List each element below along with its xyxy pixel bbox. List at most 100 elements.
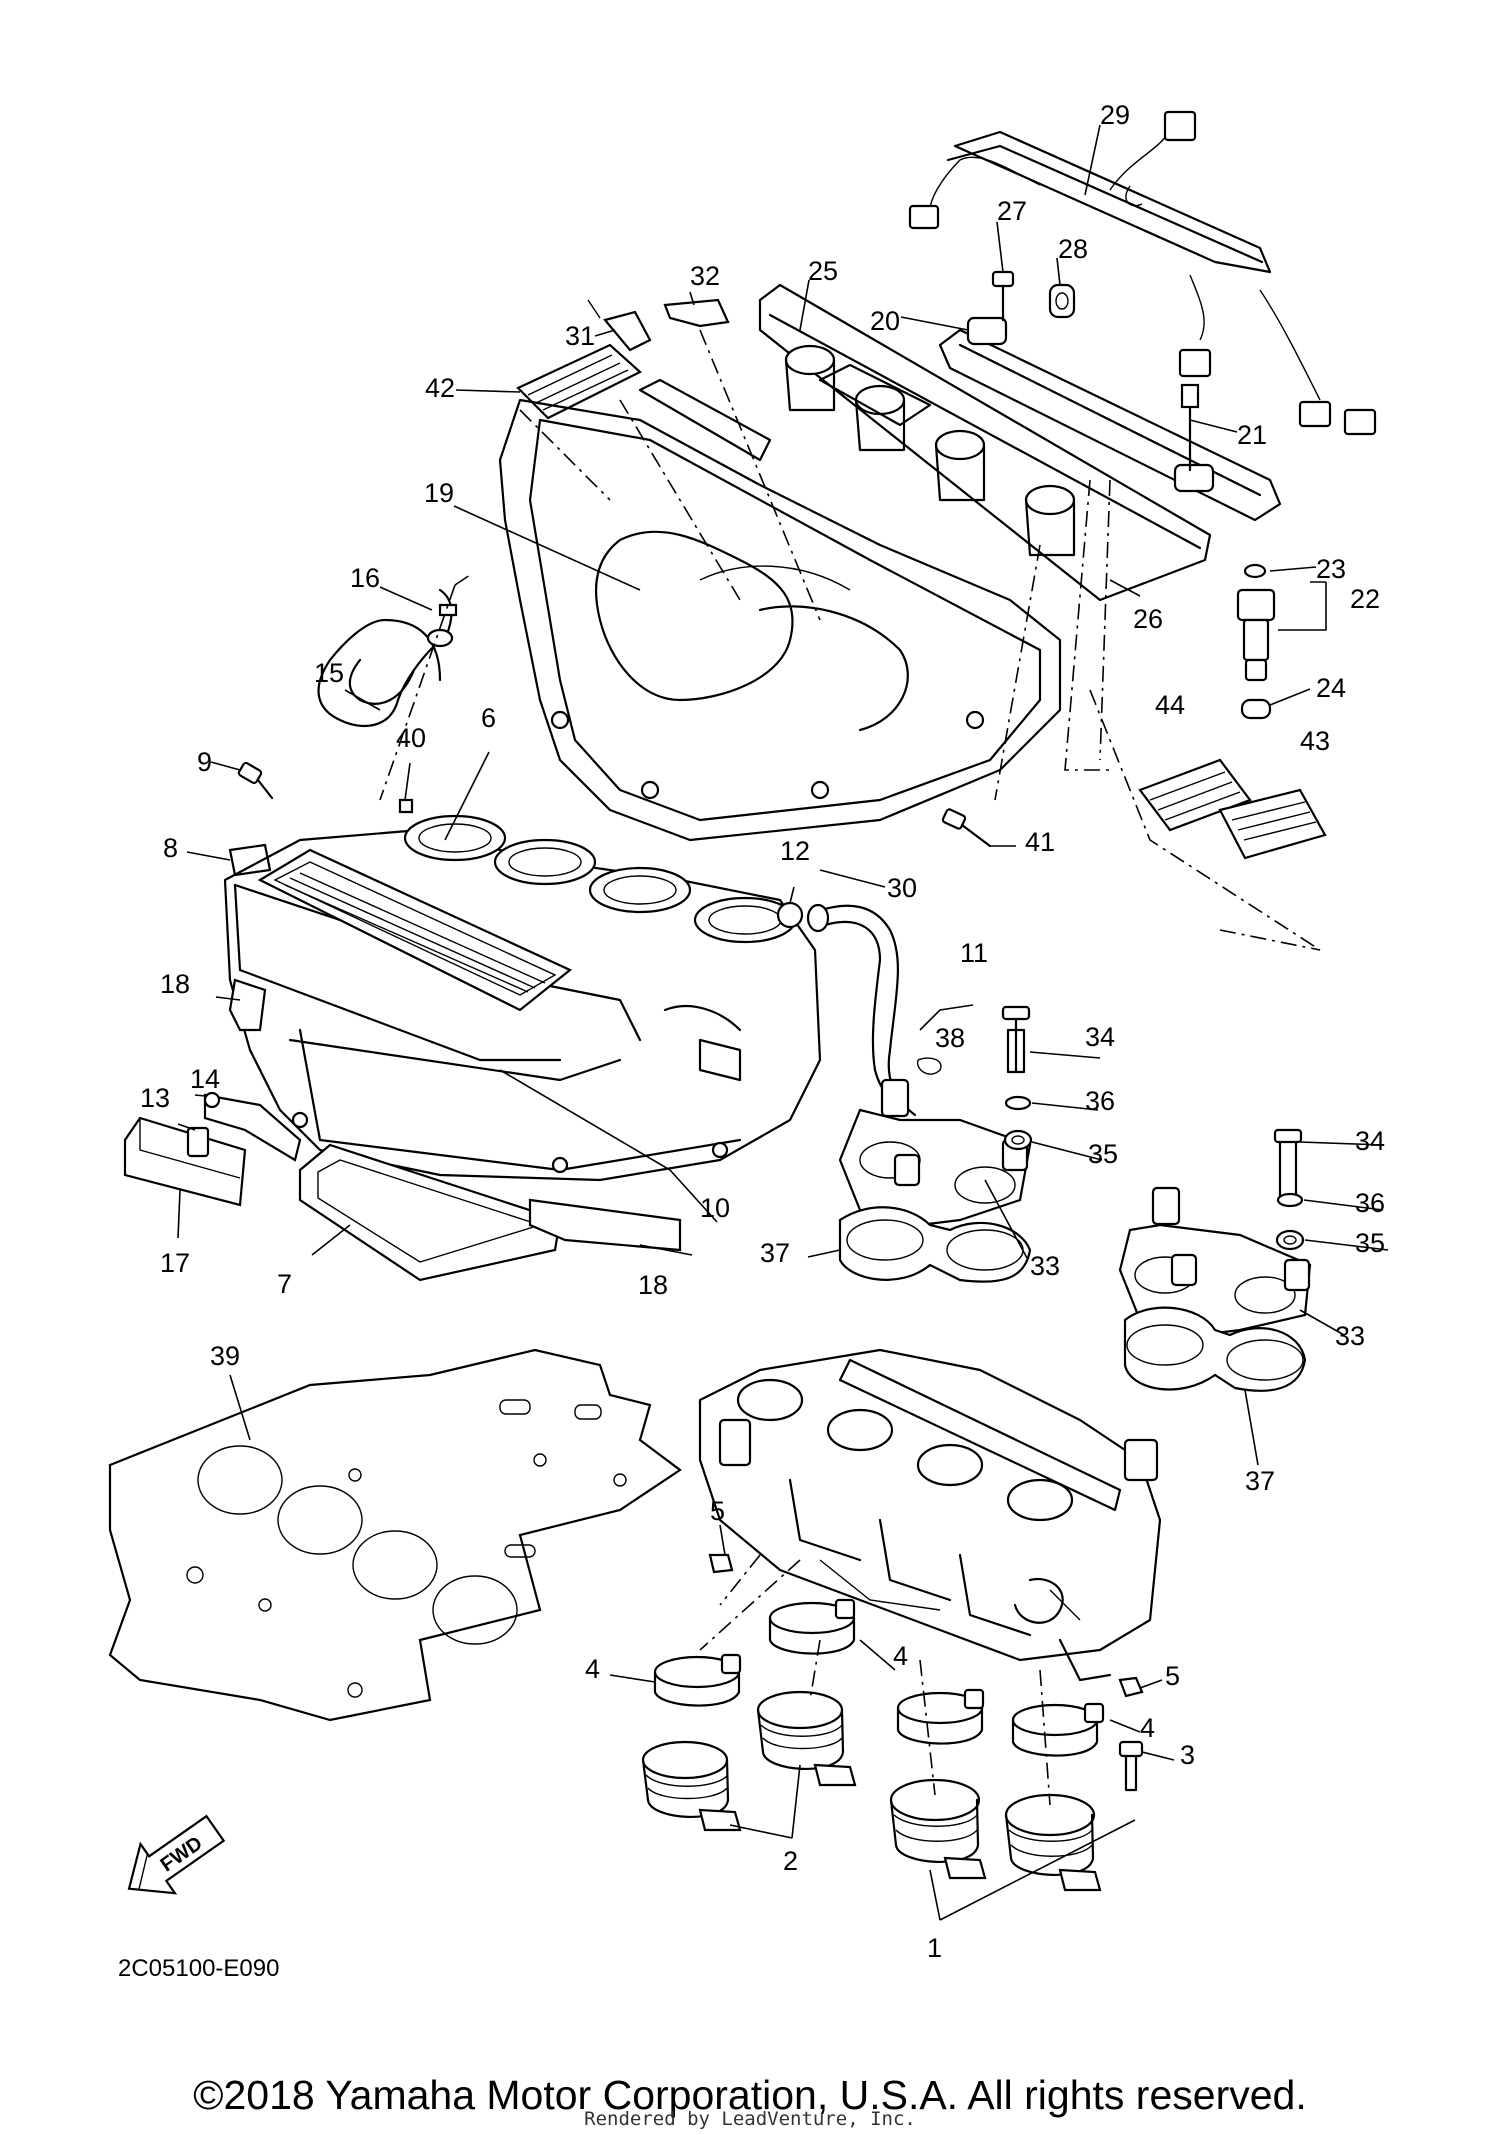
callout-20: 20: [870, 306, 900, 336]
seal-37b: [1123, 1306, 1307, 1392]
callout-18b: 18: [638, 1270, 668, 1300]
washer-36b: [1276, 1192, 1304, 1208]
callout-6: 6: [481, 703, 496, 733]
callout-44: 44: [1155, 690, 1185, 720]
callout-28: 28: [1058, 234, 1088, 264]
callout-4c: 4: [1140, 1713, 1155, 1743]
diagram-code: 2C05100-E090: [118, 1955, 279, 1982]
callout-18a: 18: [160, 969, 190, 999]
callout-5a: 5: [710, 1496, 725, 1526]
callout-13: 13: [140, 1083, 170, 1113]
callout-23: 23: [1316, 554, 1346, 584]
callout-19: 19: [424, 478, 454, 508]
joint-2b: [756, 1690, 857, 1787]
callout-43: 43: [1300, 726, 1330, 756]
clip-5b: [1118, 1676, 1144, 1698]
callout-38: 38: [935, 1023, 965, 1053]
callout-22: 22: [1350, 584, 1380, 614]
fuel-injector: [1236, 563, 1276, 720]
rendered-by-notice: Rendered by LeadVenture, Inc.: [584, 2108, 916, 2130]
sponge-18a: [228, 978, 267, 1032]
sensor-31: [587, 299, 652, 352]
bracket-14: [203, 1091, 302, 1162]
collar-35a: [1003, 1129, 1033, 1151]
band-4b: [768, 1598, 856, 1655]
callout-16: 16: [350, 563, 380, 593]
reference-lines: [379, 329, 1321, 1806]
label-44: [1138, 758, 1252, 832]
sponge-17: [123, 1116, 247, 1207]
joint-1b: [1004, 1793, 1102, 1892]
callout-numbers: 29 27 28 25 32 20 3 1 4 2 21 19 23 22 16 2…: [140, 100, 1385, 1963]
callout-3: 3: [1180, 1740, 1195, 1770]
gasket-39: [108, 1348, 682, 1722]
grommet-28: [1048, 283, 1076, 319]
callout-14: 14: [190, 1064, 220, 1094]
callout-36a: 36: [1085, 1086, 1115, 1116]
callout-41: 41: [1025, 827, 1055, 857]
air-cleaner-cover: [498, 363, 1062, 842]
joint-33a: [838, 1078, 1032, 1227]
callout-26: 26: [1133, 604, 1163, 634]
callout-27: 27: [997, 196, 1027, 226]
callout-25: 25: [808, 256, 838, 286]
callout-36b: 36: [1355, 1188, 1385, 1218]
clip-5a: [708, 1553, 734, 1574]
callout-15: 15: [314, 658, 344, 688]
bolt-3: [1118, 1740, 1144, 1792]
callout-34b: 34: [1355, 1126, 1385, 1156]
leader-lines: [177, 124, 1389, 1921]
callout-35a: 35: [1088, 1139, 1118, 1169]
callout-1: 1: [927, 1933, 942, 1963]
callout-33a: 33: [1030, 1251, 1060, 1281]
callout-4b: 4: [893, 1641, 908, 1671]
damper-13: [186, 1126, 210, 1158]
callout-34a: 34: [1085, 1022, 1115, 1052]
seal-37a: [838, 1206, 1032, 1283]
bolt-41: [941, 808, 992, 848]
label-42: [516, 343, 642, 420]
air-cleaner-case: [223, 814, 822, 1182]
callout-33b: 33: [1335, 1321, 1365, 1351]
bolt-34a: [1001, 1005, 1031, 1074]
bolt-27: [991, 270, 1015, 322]
callout-29: 29: [1100, 100, 1130, 130]
sponge-18b: [528, 1198, 682, 1252]
callout-35b: 35: [1355, 1228, 1385, 1258]
fuel-rail: [938, 316, 1282, 522]
callout-32: 32: [690, 261, 720, 291]
drain-hose: [776, 901, 942, 1117]
fwd-arrow-icon: FWD: [127, 1814, 226, 1895]
callout-17: 17: [160, 1248, 190, 1278]
duct-7: [298, 1143, 562, 1282]
callout-11: 11: [960, 938, 988, 968]
band-4a: [653, 1653, 742, 1707]
pad-32: [663, 298, 730, 328]
bolt-9: [237, 761, 274, 800]
callout-2: 2: [783, 1846, 798, 1876]
callout-39: 39: [210, 1341, 240, 1371]
callout-4a: 4: [585, 1654, 600, 1684]
wire-harness: [908, 110, 1377, 436]
callout-37b: 37: [1245, 1466, 1275, 1496]
callout-5b: 5: [1165, 1661, 1180, 1691]
joint-2a: [641, 1740, 742, 1832]
joint-1a: [889, 1778, 987, 1880]
callout-10: 10: [700, 1193, 730, 1223]
callout-21: 21: [1237, 420, 1267, 450]
callout-40: 40: [396, 723, 426, 753]
callout-37a: 37: [760, 1238, 790, 1268]
callout-7: 7: [277, 1269, 292, 1299]
washer-36a: [1004, 1095, 1032, 1111]
collar-35b: [1275, 1229, 1305, 1251]
copyright-notice: ©2018 Yamaha Motor Corporation, U.S.A. A…: [193, 2072, 1307, 2118]
air-filter-element: [228, 843, 573, 1012]
callout-30: 30: [887, 873, 917, 903]
label-43: [1218, 788, 1327, 860]
callout-8: 8: [163, 833, 178, 863]
breather-hose: [317, 588, 458, 814]
band-4c: [896, 1688, 985, 1745]
throttle-body-assembly: [698, 1348, 1162, 1682]
callout-12: 12: [780, 836, 810, 866]
